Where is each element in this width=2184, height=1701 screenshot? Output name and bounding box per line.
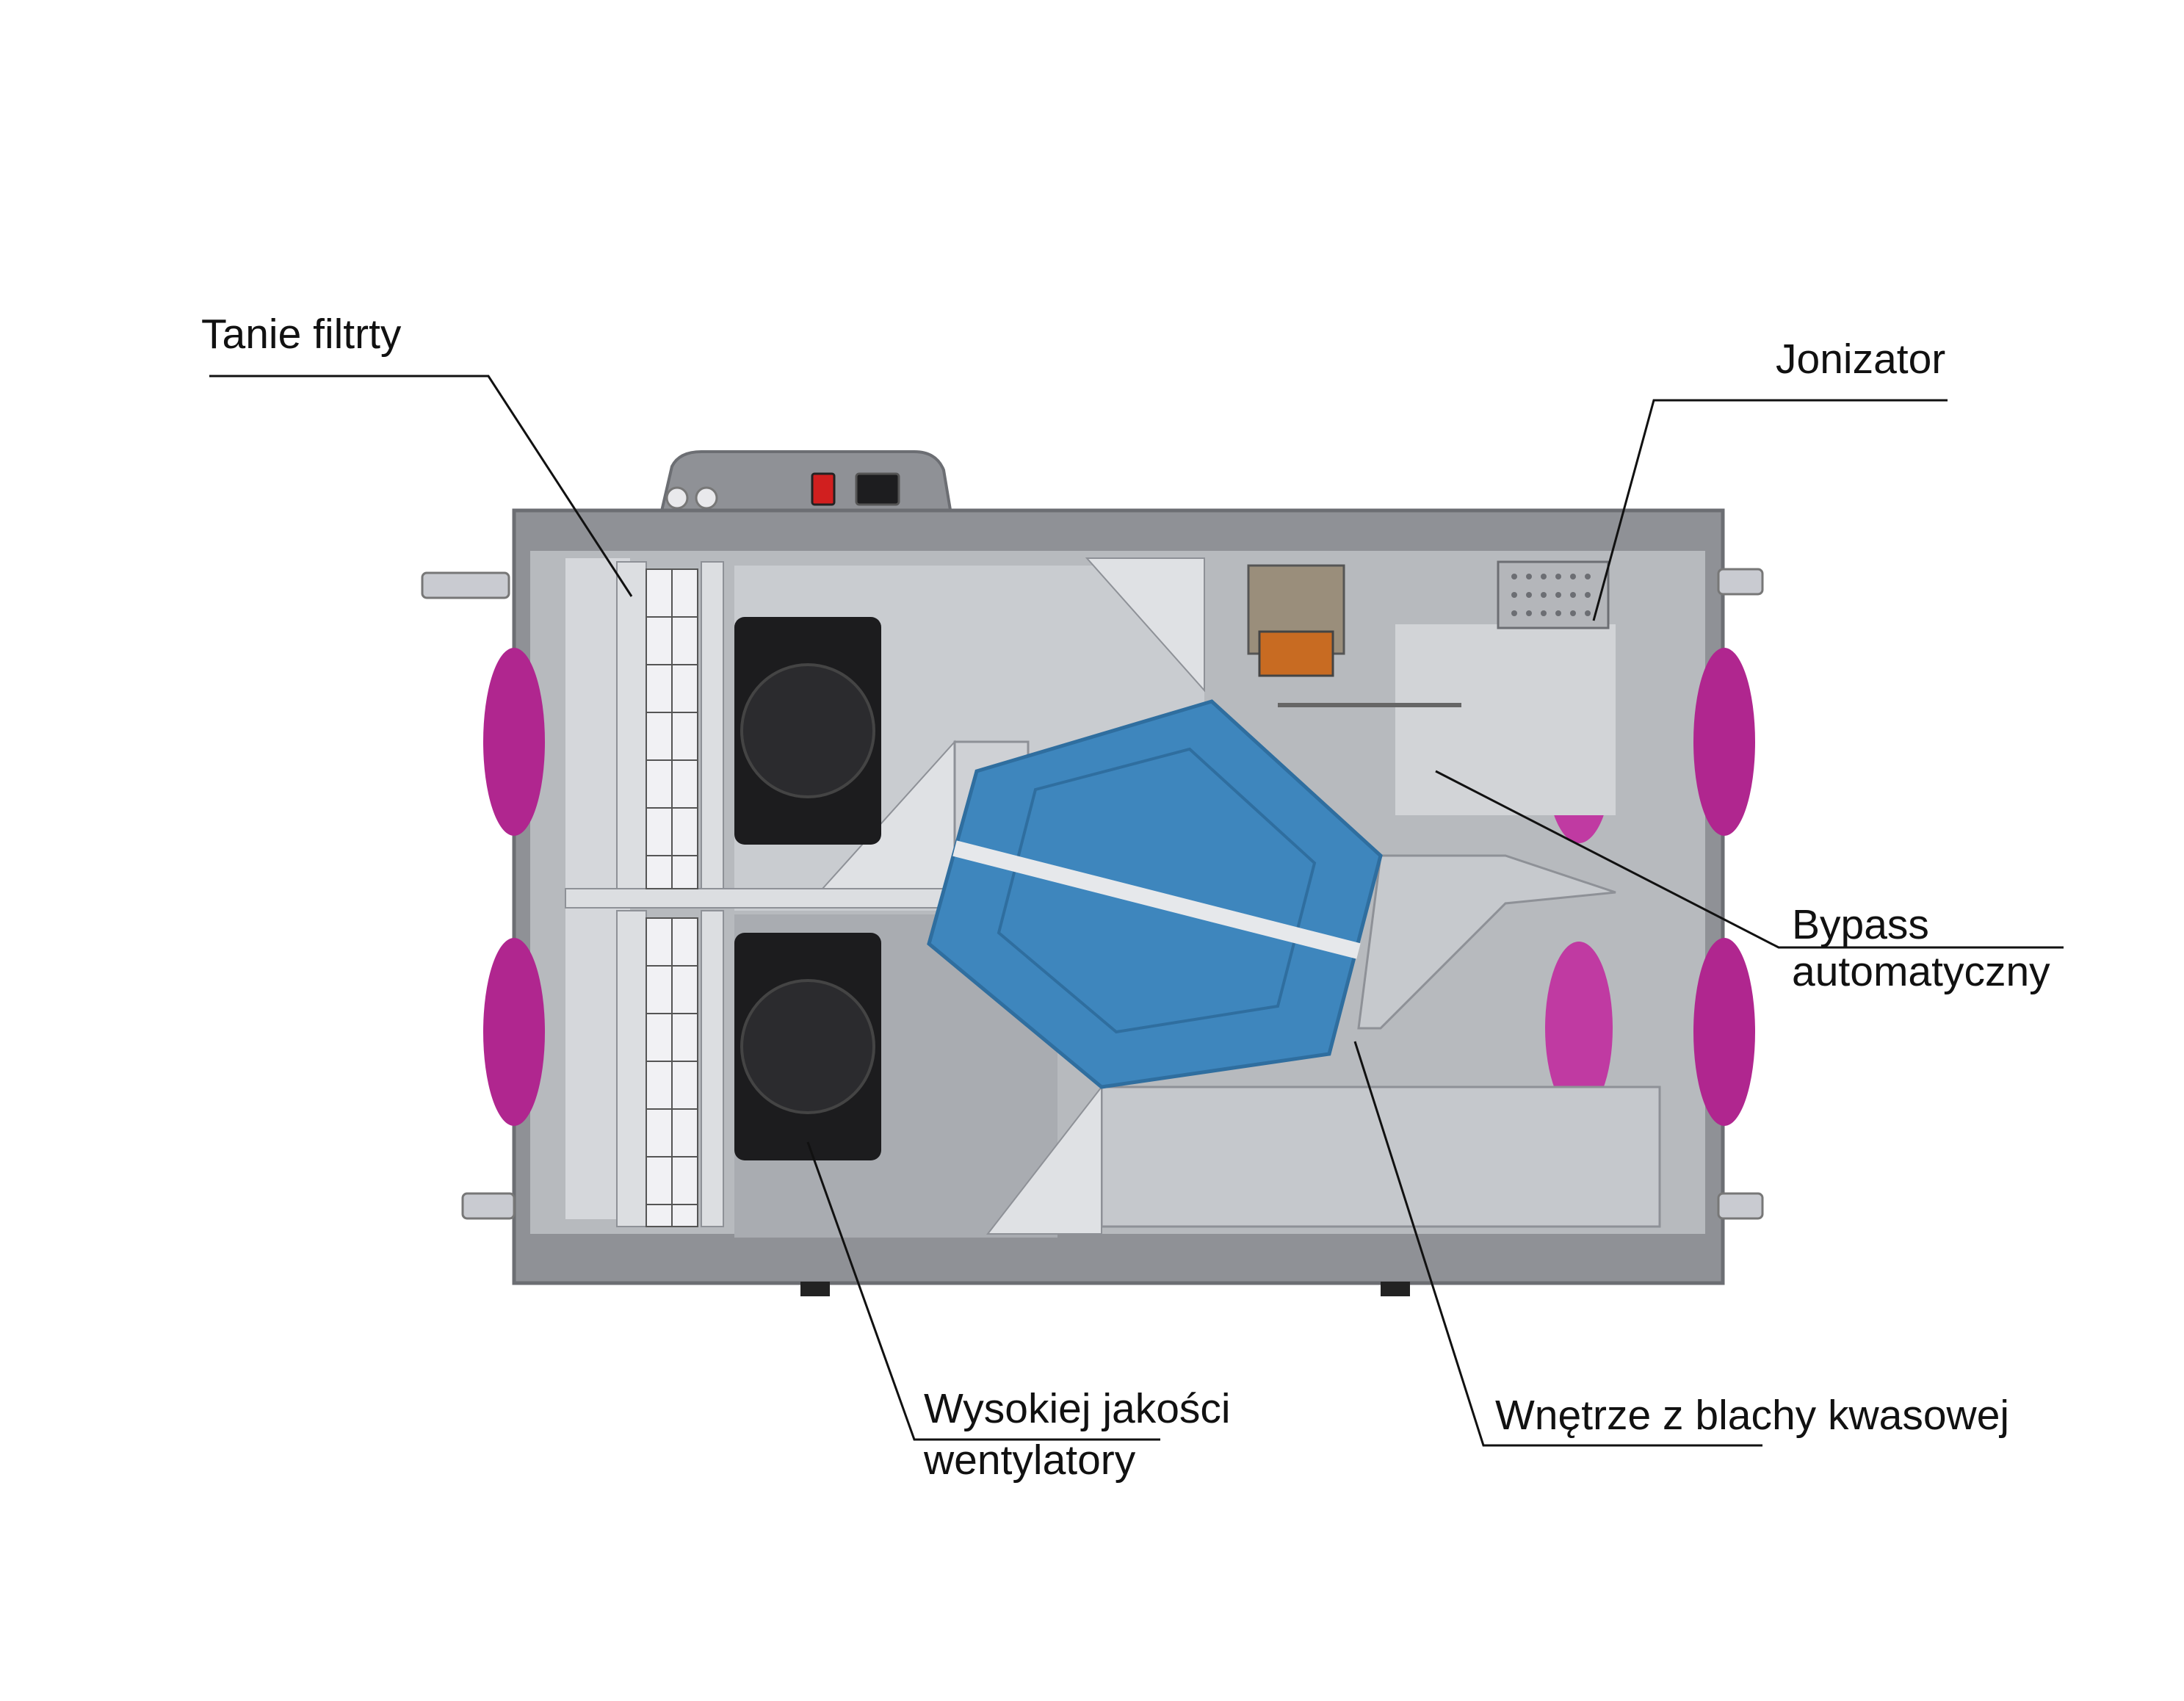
label-bypass-line2: automatyczny: [1792, 948, 2050, 995]
power-switch-icon: [811, 472, 836, 506]
cable-gland-icon: [665, 486, 689, 510]
duct-spigot-icon: [1693, 938, 1755, 1126]
label-bypass-line1: Bypass: [1792, 901, 1929, 948]
leader-line-interior: [1353, 1041, 1762, 1447]
ionizer-box: [1497, 560, 1610, 629]
label-fans-line1: Wysokiej jakości: [924, 1385, 1231, 1432]
filter-frame: [616, 561, 647, 889]
duct-spigot-icon: [1693, 648, 1755, 836]
label-interior: Wnętrze z blachy kwasowej: [1495, 1392, 2009, 1439]
filter-frame: [701, 910, 724, 1227]
leader-line-ionizer: [1592, 399, 1948, 621]
exchanger-strip: [952, 840, 1361, 959]
callout-leaders: [209, 375, 2064, 1447]
latch-icon: [421, 571, 510, 599]
filter-frame: [701, 561, 724, 889]
leader-line-fans: [806, 1141, 1160, 1441]
filters: [616, 561, 724, 1227]
latches: [421, 568, 1764, 1220]
heat-exchanger: [927, 699, 1383, 1089]
latch-icon: [461, 1192, 516, 1220]
label-fans-line2: wentylatory: [923, 1437, 1136, 1484]
duct-spigot-icon: [483, 938, 545, 1126]
deflector: [986, 1085, 1102, 1235]
latch-icon: [1717, 1192, 1764, 1220]
leader-line-bypass: [1435, 770, 2064, 949]
bypass-mechanism: [1247, 564, 1461, 707]
control-box: [659, 450, 953, 516]
shelf: [565, 888, 948, 909]
duct-spigot-icon: [483, 648, 545, 836]
leader-line-filters: [209, 375, 633, 597]
deflector: [1085, 557, 1205, 693]
label-filters: Tanie filtrty: [201, 311, 402, 358]
cable-gland-icon: [695, 486, 718, 510]
latch-icon: [1717, 568, 1764, 596]
power-socket-icon: [855, 472, 900, 506]
filter-frame: [616, 910, 647, 1227]
fans: [734, 617, 881, 1160]
label-ionizer: Jonizator: [1776, 336, 1945, 383]
